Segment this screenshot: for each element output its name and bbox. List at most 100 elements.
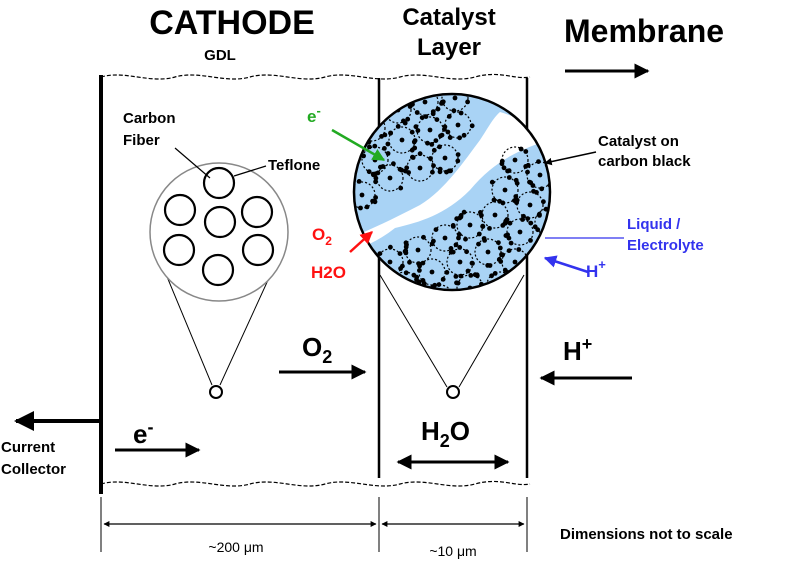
catalyst-particle <box>345 189 350 194</box>
catalyst-particle <box>450 224 456 229</box>
catalyst-particle <box>414 110 420 115</box>
catalyst-particle <box>453 242 459 248</box>
catalyst-particle <box>415 128 421 133</box>
catalyst-particle <box>482 238 487 243</box>
catalyst-particle <box>391 161 396 167</box>
catalyst-particle <box>398 185 404 191</box>
catalyst-particle <box>452 95 458 101</box>
catalyst-particle <box>448 168 453 174</box>
current-collector-label-line1: Current <box>1 439 55 456</box>
teflone-leader <box>233 165 267 177</box>
catalyst-particle <box>356 125 362 131</box>
catalyst-particle <box>413 124 419 130</box>
catalyst-particle <box>507 220 513 226</box>
catalyst-particle <box>367 144 372 150</box>
catalyst-particle <box>417 165 423 171</box>
catalyst-particle <box>452 83 457 88</box>
bottom-wavy-edge <box>100 480 531 487</box>
carbon-fiber <box>203 205 237 239</box>
catalyst-particle <box>450 249 456 255</box>
catalyst-particle <box>469 123 475 129</box>
carbon-fiber <box>163 193 197 227</box>
catalyst-particle <box>435 309 440 314</box>
catalyst-particle <box>429 269 435 275</box>
top-wavy-edge <box>100 73 531 80</box>
catalyst-particle <box>457 135 462 141</box>
catalyst-particle <box>356 179 362 184</box>
catalyst-particle <box>503 220 508 226</box>
carbon-fiber <box>202 166 236 200</box>
catalyst-particle <box>469 260 475 266</box>
catalyst-particle <box>456 232 462 237</box>
catalyst-particle <box>387 175 393 181</box>
catalyst-particle <box>518 146 524 152</box>
catalyst-particle <box>534 190 539 195</box>
catalyst-particle <box>373 175 379 181</box>
catalyst-particle <box>433 138 439 144</box>
membrane-heading: Membrane <box>564 13 724 49</box>
zoom-water-label: H2O <box>311 263 346 282</box>
zoom-oxygen-arrow <box>349 231 373 253</box>
catalyst-particle <box>462 298 467 303</box>
catalyst-particle <box>403 240 409 246</box>
catalyst-particle <box>496 240 501 246</box>
catalyst-particle <box>467 222 473 228</box>
catalyst-particle <box>440 276 446 282</box>
catalyst-particle <box>528 238 533 243</box>
catalyst-particle <box>355 126 361 132</box>
carbon-fiber <box>162 233 196 267</box>
pore-channel <box>354 112 548 252</box>
catalyst-particle <box>430 169 435 175</box>
catalyst-particle <box>385 141 391 147</box>
catalyst-particle <box>358 118 364 124</box>
catalyst-particle <box>430 109 436 114</box>
dimension-markers <box>100 497 528 552</box>
catalyst-particle <box>403 168 408 174</box>
catalyst-particle <box>425 140 430 146</box>
catalyst-particle <box>430 305 435 310</box>
catalyst-particle <box>405 116 411 122</box>
catalyst-particle <box>432 282 438 288</box>
catalyst-particle <box>372 157 378 163</box>
catalyst-particle <box>399 137 405 143</box>
catalyst-particle <box>383 111 389 117</box>
carbon-fiber-zoom <box>149 162 289 399</box>
catalyst-particle <box>445 129 451 135</box>
catalyst-particle <box>456 235 461 241</box>
catalyst-particle <box>468 273 474 278</box>
catalyst-particle <box>451 299 456 304</box>
catalyst-particle <box>407 259 412 265</box>
catalyst-zoom-outline <box>352 92 552 292</box>
catalyst-particle <box>448 246 454 251</box>
catalyst-particle <box>400 263 405 269</box>
catalyst-particle <box>362 115 368 121</box>
catalyst-particle <box>549 233 550 238</box>
carbon-fibers <box>162 166 275 287</box>
catalyst-particle <box>502 187 508 193</box>
zoom-electron-label: e- <box>307 103 321 126</box>
catalyst-particle <box>388 130 393 136</box>
catalyst-particle <box>383 102 388 108</box>
carbon-black-particle <box>426 284 454 290</box>
catalyst-particle <box>528 220 534 226</box>
gdl-label: GDL <box>204 47 236 64</box>
catalyst-particle <box>409 129 415 135</box>
current-collector-label-line2: Collector <box>1 461 66 478</box>
catalyst-particle <box>501 165 507 171</box>
catalyst-particle <box>491 293 496 298</box>
catalyst-particle <box>492 212 498 218</box>
catalyst-particle <box>506 248 512 254</box>
catalyst-particle <box>378 164 383 170</box>
catalyst-particle <box>347 198 352 203</box>
catalyst-on-carbon-leader <box>544 151 597 166</box>
catalyst-particle <box>409 147 415 153</box>
catalyst-particle <box>461 132 467 138</box>
catalyst-particle <box>397 166 403 172</box>
catalyst-particle <box>516 247 522 252</box>
catalyst-particle <box>444 270 450 275</box>
oxygen-flux-label: O2 <box>302 332 332 367</box>
catalyst-particle <box>402 120 408 126</box>
catalyst-particle <box>520 217 525 222</box>
catalyst-particle <box>382 146 387 151</box>
catalyst-particle <box>434 117 440 122</box>
